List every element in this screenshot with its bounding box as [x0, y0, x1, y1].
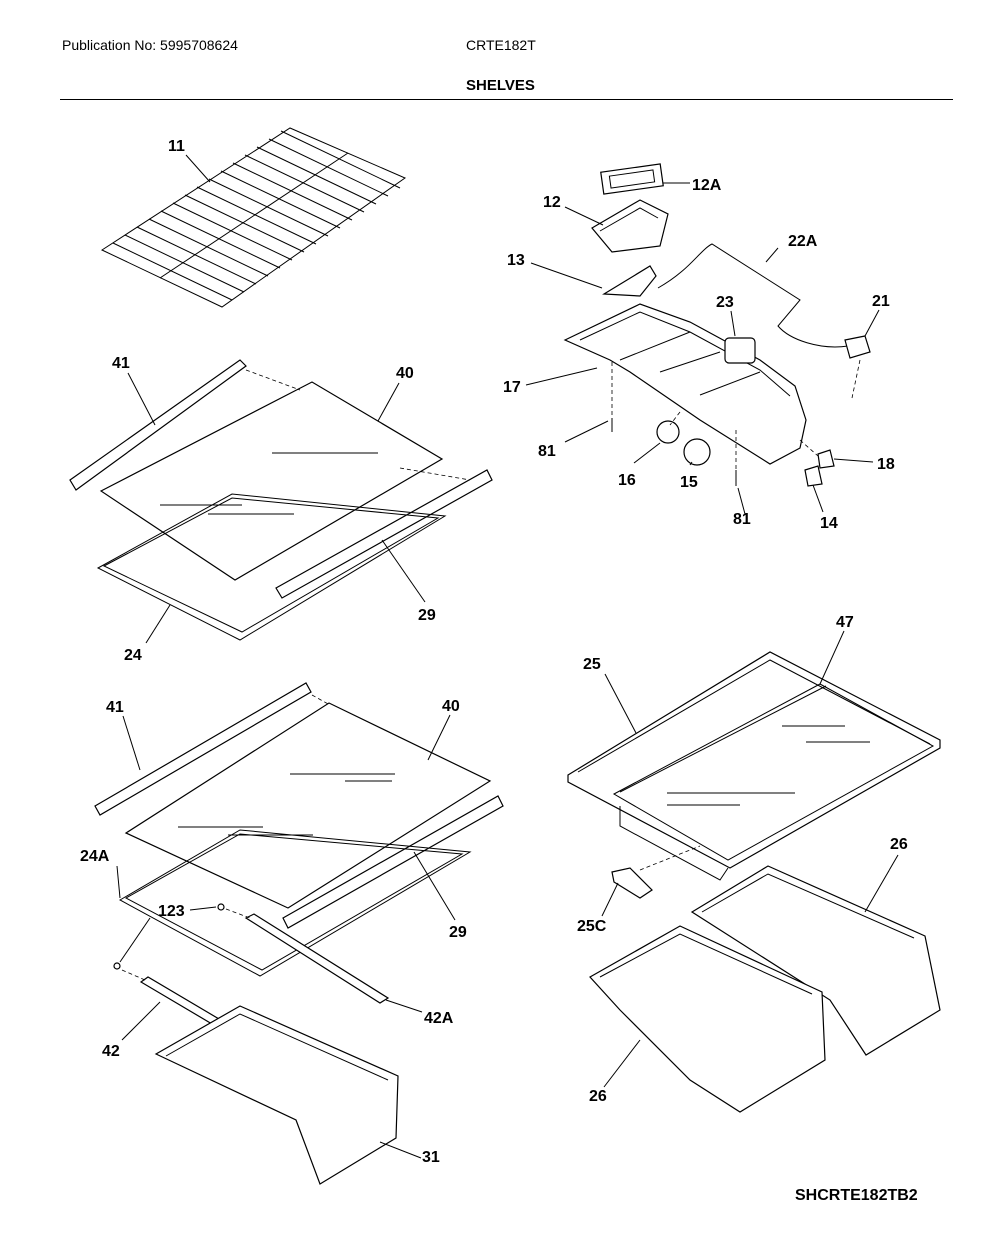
callout-29-lower: 29 [449, 924, 467, 941]
callout-29-upper: 29 [418, 607, 436, 624]
publication-number: Publication No: 5995708624 [62, 37, 238, 53]
callout-12: 12 [543, 194, 561, 211]
crisper-cover-assembly [567, 651, 941, 899]
callout-17: 17 [503, 379, 521, 396]
upper-glass-shelf-set [69, 359, 493, 641]
lower-glass-shelf-set [94, 682, 504, 1185]
header-divider [60, 99, 953, 100]
light-housing-assembly [563, 163, 871, 487]
callout-26-right: 26 [890, 836, 908, 853]
callout-21: 21 [872, 293, 890, 310]
callout-31: 31 [422, 1149, 440, 1166]
section-title: SHELVES [466, 77, 535, 94]
callout-81-top: 81 [538, 443, 556, 460]
callout-40-lower: 40 [442, 698, 460, 715]
callout-47: 47 [836, 614, 854, 631]
callout-15: 15 [680, 474, 698, 491]
callout-41-lower: 41 [106, 699, 124, 716]
callout-41-upper: 41 [112, 355, 130, 372]
callout-18: 18 [877, 456, 895, 473]
callout-12A: 12A [692, 177, 722, 194]
callout-23: 23 [716, 294, 734, 311]
callout-24A: 24A [80, 848, 110, 865]
crisper-drawers [589, 865, 941, 1113]
callout-25C: 25C [577, 918, 607, 935]
callout-42A: 42A [424, 1010, 454, 1027]
callout-40-upper: 40 [396, 365, 414, 382]
callout-26-left: 26 [589, 1088, 607, 1105]
callout-16: 16 [618, 472, 636, 489]
callout-11: 11 [168, 138, 185, 155]
callout-14: 14 [820, 515, 838, 532]
callout-22A: 22A [788, 233, 818, 250]
callout-13: 13 [507, 252, 525, 269]
wire-shelf-part [100, 127, 407, 308]
model-number: CRTE182T [466, 37, 536, 53]
diagram-code: SHCRTE182TB2 [795, 1187, 918, 1204]
callout-24: 24 [124, 647, 142, 664]
callout-81-bottom: 81 [733, 511, 751, 528]
callout-25: 25 [583, 656, 601, 673]
callout-42: 42 [102, 1043, 120, 1060]
leader-lines [116, 154, 899, 1159]
callout-labels: 11 12A 12 22A 13 23 21 17 81 16 15 18 81… [80, 138, 908, 1166]
callout-123: 123 [158, 903, 185, 920]
